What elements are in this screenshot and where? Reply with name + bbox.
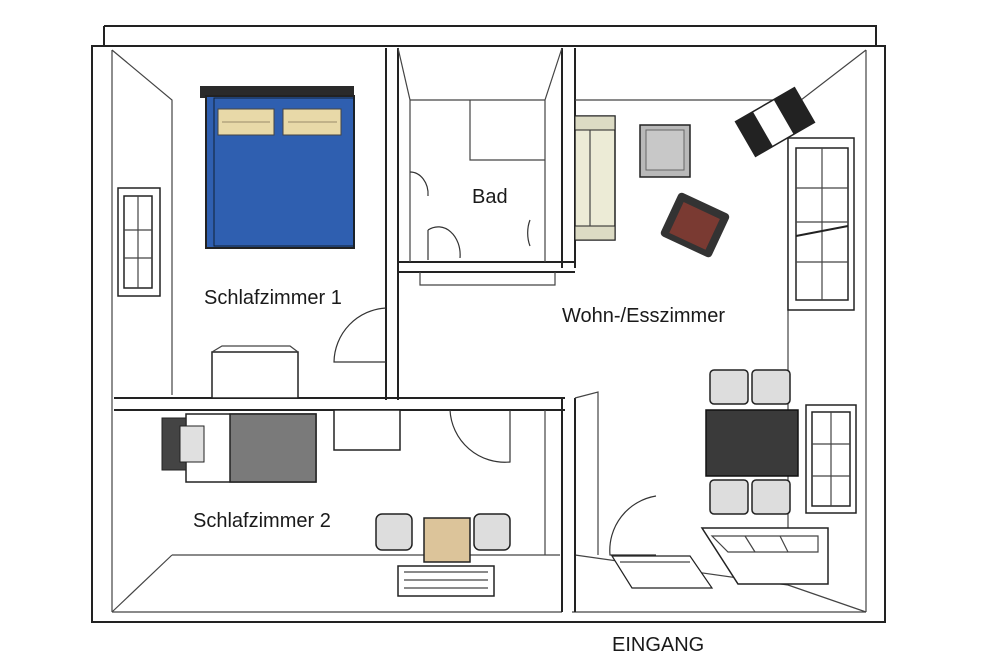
interior-walls xyxy=(114,47,788,612)
corner-cabinet xyxy=(734,86,816,158)
doors xyxy=(333,171,657,556)
window-right-top xyxy=(787,137,855,311)
single-bed xyxy=(161,413,317,483)
window-left xyxy=(117,187,161,297)
double-bed xyxy=(200,86,355,249)
desk-chairs xyxy=(375,513,511,551)
dresser xyxy=(211,345,299,399)
bathtub xyxy=(469,100,545,161)
side-table xyxy=(639,124,691,178)
desk xyxy=(423,517,471,563)
wardrobe xyxy=(333,409,401,451)
window-right-bottom xyxy=(805,404,857,514)
label-wohn-esszimmer: Wohn-/Esszimmer xyxy=(562,305,725,327)
rug xyxy=(397,565,495,597)
label-schlafzimmer-2: Schlafzimmer 2 xyxy=(193,510,331,532)
shoe-cabinet xyxy=(700,527,829,585)
doormat xyxy=(610,555,714,589)
dining-chairs xyxy=(709,369,791,515)
dining-table xyxy=(705,409,799,477)
label-schlafzimmer-1: Schlafzimmer 1 xyxy=(204,287,342,309)
armchair xyxy=(660,192,730,258)
sofa xyxy=(574,115,616,241)
label-eingang: EINGANG xyxy=(612,634,704,656)
label-bad: Bad xyxy=(472,186,508,208)
